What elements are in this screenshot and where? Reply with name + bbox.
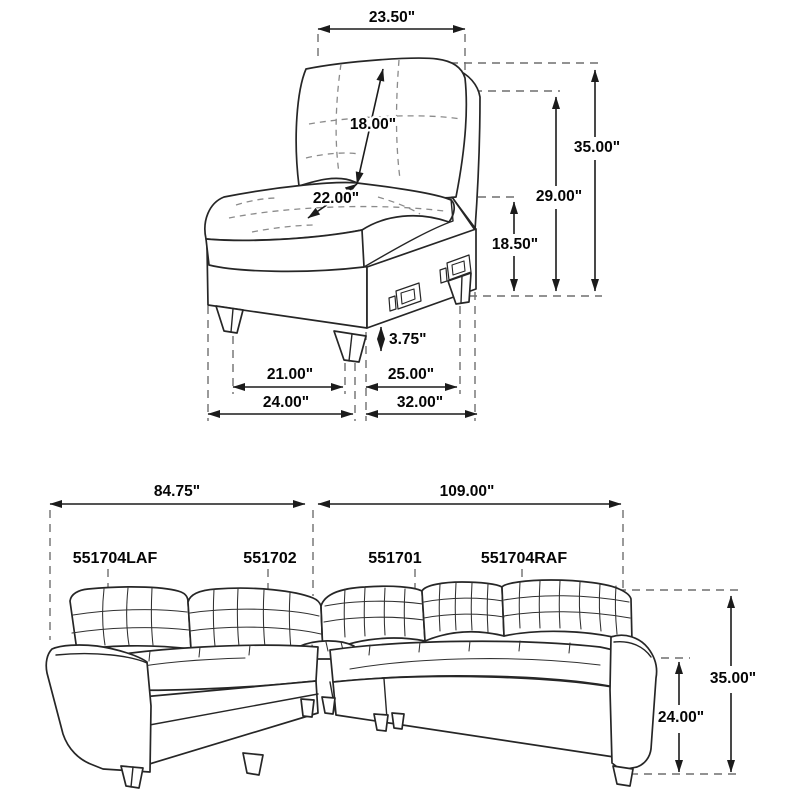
- sofa-right-arm: [609, 634, 658, 771]
- chair-dim-side-leg-spacing: 25.00": [365, 364, 458, 391]
- sectional-overall-height-label: 35.00": [710, 670, 756, 687]
- chair-tufting-seams: [228, 59, 462, 233]
- sofa-leg: [321, 696, 336, 715]
- chair-overall-width-label: 24.00": [263, 394, 309, 411]
- connector-bracket: [388, 282, 422, 312]
- part-label-armless: 551701: [368, 550, 421, 567]
- sectional-sofa-diagram: 551704LAF 551702 551701 551704RAF 84.75"…: [45, 481, 759, 789]
- part-label-corner: 551702: [243, 550, 296, 567]
- chair-seat-side: [363, 198, 454, 268]
- chair-dim-back-height: 29.00": [533, 96, 585, 292]
- sectional-left-length-label: 84.75": [154, 483, 200, 500]
- chair-leg-height-label: 3.75": [389, 331, 427, 348]
- sectional-dimensions: 84.75" 109.00" 35.00" 24.00": [49, 481, 759, 773]
- chair-back-diagonal-label: 18.00": [350, 116, 396, 133]
- sofa-leg: [391, 712, 405, 730]
- chair-frame-edge: [451, 196, 477, 230]
- connector-bracket: [439, 254, 472, 284]
- chair-dimensions: 23.50" 18.00" 22.00" 35.00" 29.00": [207, 7, 623, 418]
- chair-seat-diagonal-label: 22.00": [313, 190, 359, 207]
- chair-overall-height-label: 35.00": [574, 139, 620, 156]
- chair-front-leg-spacing-label: 21.00": [267, 366, 313, 383]
- chair-leg-rear-right: [447, 272, 472, 305]
- sectional-dim-arm-height: 24.00": [655, 661, 707, 773]
- part-label-raf: 551704RAF: [481, 550, 568, 567]
- sofa-leg: [373, 713, 389, 732]
- chair-dim-back-diagonal: 18.00": [347, 68, 399, 185]
- chair-top-width-label: 23.50": [369, 9, 415, 26]
- sectional-dim-overall-height: 35.00": [707, 595, 759, 773]
- chair-dim-overall-width: 24.00": [207, 392, 354, 418]
- chair-side-leg-spacing-label: 25.00": [388, 366, 434, 383]
- sofa-left-base: [141, 680, 319, 766]
- sectional-right-length-label: 109.00": [440, 483, 495, 500]
- chair-dim-overall-depth: 32.00": [365, 392, 478, 418]
- chair-back-height-label: 29.00": [536, 188, 582, 205]
- chair-seat-height-label: 18.50": [492, 236, 538, 253]
- sofa-back-tufting: [71, 580, 631, 650]
- armless-chair-drawing: [204, 57, 481, 363]
- sectional-sofa-drawing: [45, 579, 658, 789]
- sofa-leg: [612, 765, 634, 787]
- chair-dim-seat-diagonal: 22.00": [307, 183, 362, 219]
- sofa-leg: [242, 752, 264, 776]
- sectional-dim-left-length: 84.75": [49, 481, 306, 508]
- sofa-back-cushion: [320, 585, 426, 657]
- chair-dim-front-leg-spacing: 21.00": [232, 364, 344, 391]
- chair-dim-top-width: 23.50": [317, 7, 466, 33]
- sofa-left-arm: [45, 644, 152, 773]
- chair-overall-depth-label: 32.00": [397, 394, 443, 411]
- chair-dim-overall-height: 35.00": [571, 69, 623, 292]
- sofa-leg: [300, 698, 315, 718]
- sofa-back-cushion: [421, 581, 505, 642]
- armless-chair-diagram: 23.50" 18.00" 22.00" 35.00" 29.00": [204, 7, 623, 421]
- sectional-part-labels: 551704LAF 551702 551701 551704RAF: [70, 548, 570, 570]
- chair-leg-front-left: [215, 305, 244, 334]
- chair-dim-leg-height: 3.75": [377, 326, 429, 352]
- chair-dim-seat-height: 18.50": [489, 201, 541, 292]
- sofa-back-cushion: [501, 579, 633, 643]
- part-label-laf: 551704LAF: [73, 550, 158, 567]
- sectional-dim-right-length: 109.00": [317, 481, 622, 508]
- sectional-arm-height-label: 24.00": [658, 709, 704, 726]
- sofa-back-cushion: [69, 586, 192, 652]
